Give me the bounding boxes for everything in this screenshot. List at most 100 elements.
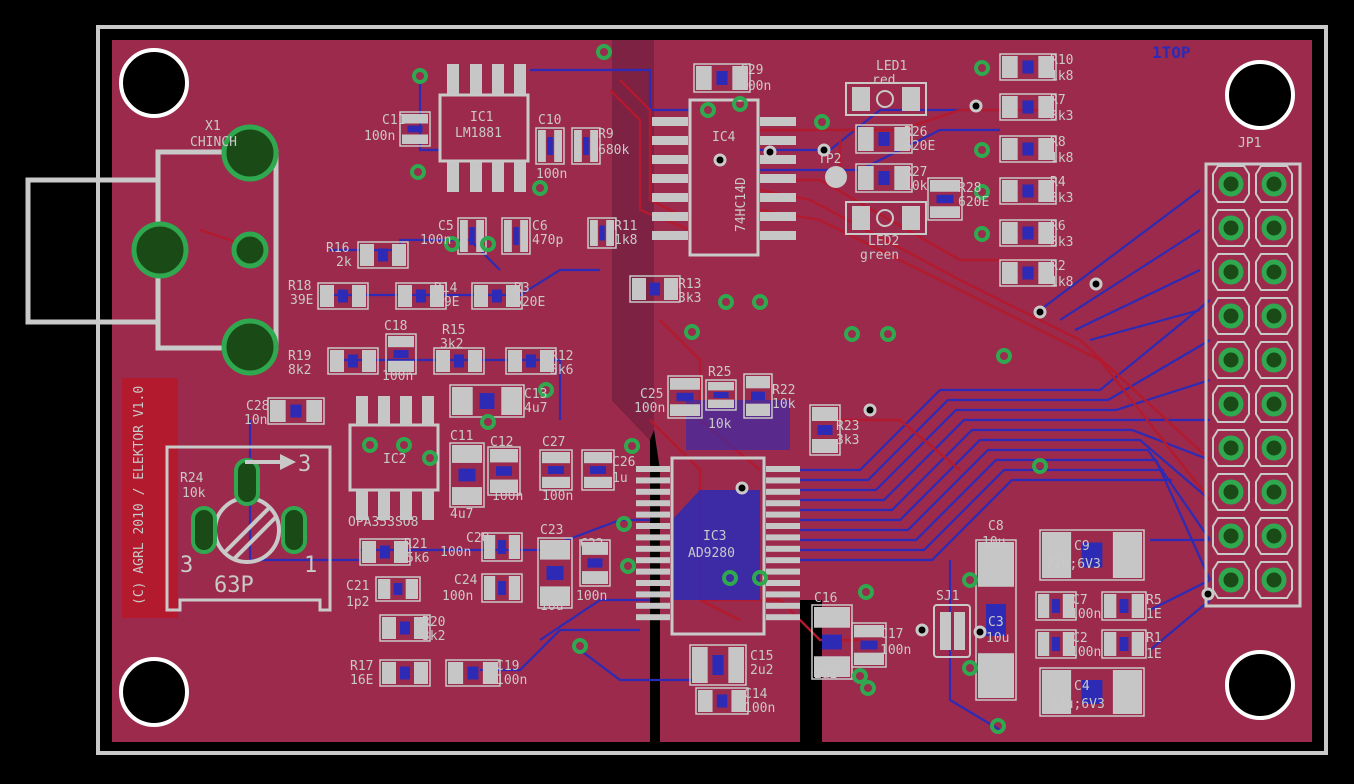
component-label: C2 xyxy=(1072,631,1088,646)
ic2-opa353[interactable]: IC2 OPA353SO8 xyxy=(348,396,440,530)
jp1-pin-outline xyxy=(1255,473,1293,511)
jp1-pin[interactable] xyxy=(1218,391,1244,417)
component-label: C22 xyxy=(580,537,603,552)
jp1-pin[interactable] xyxy=(1218,479,1244,505)
jp1-pin[interactable] xyxy=(1218,567,1244,593)
via xyxy=(974,184,990,200)
via xyxy=(996,348,1012,364)
jp1-pin[interactable] xyxy=(1261,391,1287,417)
jp1-pin-outline xyxy=(1255,341,1293,379)
smd-pad xyxy=(430,285,444,307)
jp1-pin[interactable] xyxy=(1218,435,1244,461)
connector-x1[interactable]: X1 CHINCH xyxy=(25,119,279,376)
jp1-pin[interactable] xyxy=(1261,215,1287,241)
ic4-74hc14d[interactable]: IC4 74HC14D xyxy=(652,98,796,257)
smd-pad xyxy=(1002,222,1018,244)
ic4-pin xyxy=(652,231,688,240)
smd-body xyxy=(546,566,564,580)
pot-value: 10k xyxy=(182,486,206,501)
jp1-pin[interactable] xyxy=(1261,479,1287,505)
led1[interactable]: LED1 red xyxy=(845,59,927,116)
smd-pad xyxy=(1002,262,1018,284)
smd-body xyxy=(1022,184,1034,198)
ic3-pin xyxy=(636,488,670,495)
via-top xyxy=(1089,277,1103,291)
component-label: 1u xyxy=(612,471,628,486)
component-label: R27 xyxy=(904,165,927,180)
jp1-pin[interactable] xyxy=(1261,523,1287,549)
smd-pad xyxy=(482,662,498,684)
component-label: R16 xyxy=(326,241,349,256)
via xyxy=(422,450,438,466)
ic3-pin xyxy=(766,523,800,529)
smd-pad xyxy=(398,285,412,307)
component-label: C23 xyxy=(540,523,563,538)
smd-pad xyxy=(388,360,414,372)
component-label: C28 xyxy=(246,399,269,414)
component-label: 39E xyxy=(436,295,459,310)
potentiometer-r24[interactable]: 3 3 1 63P R24 10k xyxy=(165,445,332,612)
ic4-pin xyxy=(760,155,796,164)
jp1-pin[interactable] xyxy=(1218,259,1244,285)
smd-footprint xyxy=(399,111,431,147)
solder-jumper-sj1[interactable]: SJ1 xyxy=(933,589,971,658)
smd-footprint xyxy=(743,373,773,419)
jp1-pin[interactable] xyxy=(1218,303,1244,329)
jp1-pin[interactable] xyxy=(1261,303,1287,329)
smd-footprint xyxy=(379,614,431,642)
via xyxy=(974,60,990,76)
copyright-text: (C) AGRL 2010 / ELEKTOR V1.0 xyxy=(132,386,147,605)
jp1-pin[interactable] xyxy=(1218,347,1244,373)
component-label: 3k3 xyxy=(678,291,701,306)
component-label: 4u7 xyxy=(524,401,547,416)
ic3-pin xyxy=(766,477,800,484)
component-label: 100n xyxy=(492,489,523,504)
component-label: 100n xyxy=(442,589,473,604)
ic3-ad9280[interactable]: IC3 AD9280 xyxy=(636,456,800,636)
via xyxy=(362,437,378,453)
jp1-pin[interactable] xyxy=(1218,215,1244,241)
jp1-pin[interactable] xyxy=(1261,567,1287,593)
smd-pad xyxy=(708,399,734,408)
smd-pad xyxy=(1038,222,1054,244)
ic4-pin xyxy=(760,212,796,221)
jp1-pin[interactable] xyxy=(1261,171,1287,197)
header-jp1[interactable]: JP1 xyxy=(1204,136,1302,608)
smd-pad xyxy=(814,656,850,677)
ic1-designator: IC1 xyxy=(470,110,493,125)
jp1-pin[interactable] xyxy=(1261,435,1287,461)
jp1-pin[interactable] xyxy=(1261,347,1287,373)
smd-pad xyxy=(1131,594,1144,618)
smd-footprint xyxy=(535,127,565,165)
smd-pad xyxy=(1002,180,1018,202)
component-label: R19 xyxy=(288,349,311,364)
jp1-pin[interactable] xyxy=(1218,171,1244,197)
jp1-pin[interactable] xyxy=(1218,523,1244,549)
smd-pad xyxy=(362,350,376,372)
component-label: 3k2 xyxy=(422,629,445,644)
smd-pad xyxy=(414,617,428,639)
smd-body xyxy=(496,466,512,476)
smd-body xyxy=(860,640,878,650)
component-label: 2u2 xyxy=(750,663,773,678)
component-label: 100n xyxy=(496,673,527,688)
via xyxy=(880,326,896,342)
ic3-pin xyxy=(636,477,670,484)
led2-value: green xyxy=(860,248,899,263)
jp1-pin[interactable] xyxy=(1261,259,1287,285)
via-top xyxy=(1033,305,1047,319)
smd-pad xyxy=(858,127,874,151)
smd-pad xyxy=(484,535,496,559)
ic1-value: LM1881 xyxy=(455,126,502,141)
smd-footprint xyxy=(505,347,557,375)
via xyxy=(962,660,978,676)
component-label: 100n xyxy=(536,167,567,182)
ic1-lm1881[interactable]: IC1 LM1881 xyxy=(438,64,530,192)
smd-footprint xyxy=(581,449,615,491)
smd-body xyxy=(712,655,724,675)
ic3-pin xyxy=(636,511,670,518)
led2[interactable]: LED2 green xyxy=(845,201,927,263)
copyright-block: (C) AGRL 2010 / ELEKTOR V1.0 xyxy=(122,378,178,618)
smd-pad xyxy=(382,617,396,639)
